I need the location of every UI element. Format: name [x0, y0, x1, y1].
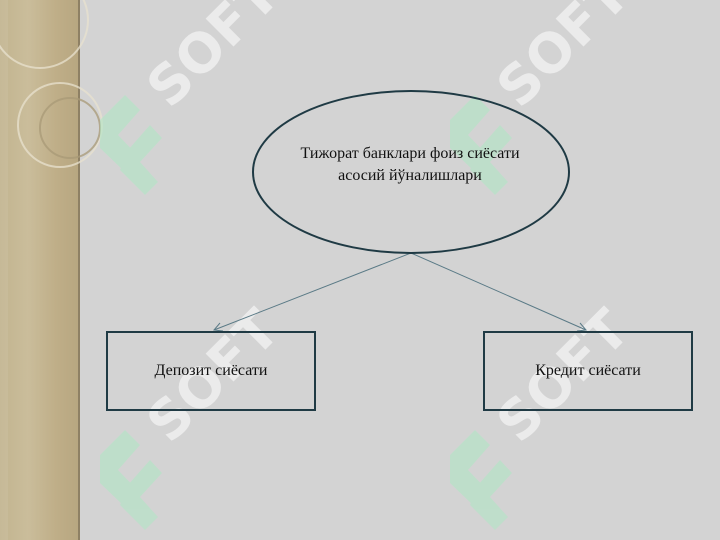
- root-node-label: Тижорат банклари фоиз сиёсати асосий йўн…: [300, 145, 520, 184]
- watermark-logo: [470, 460, 512, 530]
- decorative-circle-inner: [39, 97, 101, 159]
- watermark-logo: [120, 460, 162, 530]
- connectors: [213, 252, 587, 332]
- watermark-text: SOFT: [485, 0, 642, 119]
- watermark-text: SOFT: [135, 0, 292, 119]
- decorative-side-panel: [0, 0, 80, 540]
- decorative-circle-middle: [17, 82, 103, 168]
- child-node-credit-box: [483, 331, 693, 411]
- connector-to-credit: [410, 252, 587, 331]
- side-panel-highlight: [0, 0, 8, 540]
- connector-to-deposit: [213, 252, 412, 331]
- child-node-deposit-box: [106, 331, 316, 411]
- arrowhead-credit: [576, 322, 587, 332]
- credit-policy-label: Кредит сиёсати: [535, 362, 641, 379]
- watermark-logo: [120, 125, 162, 195]
- arrowhead-deposit: [213, 322, 224, 332]
- watermark-logo: [470, 125, 512, 195]
- decorative-circle-top: [0, 0, 89, 69]
- decorative-circles: [0, 0, 103, 168]
- root-node-ellipse: [252, 90, 570, 254]
- deposit-policy-label: Депозит сиёсати: [154, 362, 268, 379]
- side-panel-edge: [78, 0, 80, 540]
- watermark-top-left: SOFT: [100, 0, 291, 195]
